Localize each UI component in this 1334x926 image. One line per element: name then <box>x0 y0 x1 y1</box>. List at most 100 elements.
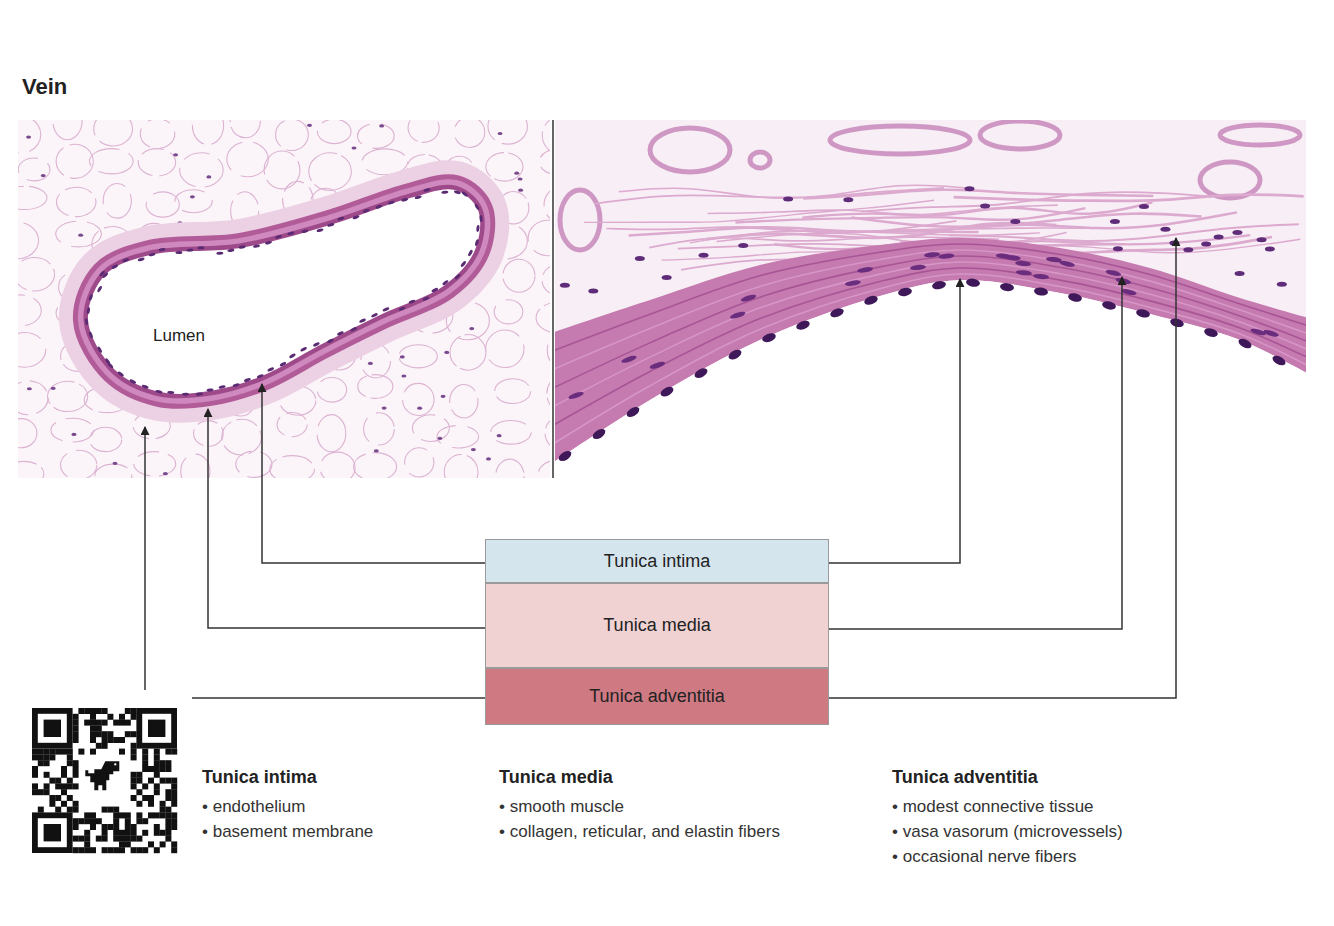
wall-nucleus <box>362 208 370 213</box>
qr-module <box>154 783 160 789</box>
wall-nucleus <box>155 389 163 394</box>
qr-module <box>171 847 177 853</box>
wall-nucleus <box>175 251 182 254</box>
qr-module <box>142 760 148 766</box>
qr-module <box>32 772 38 778</box>
qr-module <box>90 708 96 714</box>
qr-module <box>119 836 125 842</box>
stromal-nucleus <box>444 351 449 354</box>
wall-nucleus <box>182 393 189 396</box>
wall-nucleus <box>197 246 204 249</box>
qr-module <box>49 749 55 755</box>
qr-module <box>113 812 119 818</box>
intima-layer <box>88 189 480 394</box>
wall-nucleus <box>287 231 295 236</box>
qr-module <box>102 836 108 842</box>
qr-module <box>102 824 108 830</box>
wall-nucleus <box>129 379 137 385</box>
endothelial-nucleus <box>1203 327 1219 339</box>
qr-module <box>131 714 137 720</box>
qr-module <box>131 731 137 737</box>
qr-finder <box>38 714 67 743</box>
wall-nucleus <box>313 341 321 347</box>
adipocyte-outline <box>547 332 550 368</box>
collagen-fiber <box>594 188 944 204</box>
vein-lumen-detail <box>555 280 1306 478</box>
section-heading: Tunica media <box>499 767 613 788</box>
qr-module <box>148 841 154 847</box>
stromal-nucleus <box>26 135 31 138</box>
qr-module <box>142 754 148 760</box>
adipocyte-outline <box>227 142 268 177</box>
qr-module <box>171 778 177 784</box>
stromal-nucleus <box>51 387 56 390</box>
smooth-muscle-nucleus <box>1120 288 1137 296</box>
qr-finder <box>38 818 67 847</box>
qr-module <box>61 789 67 795</box>
qr-module <box>136 789 142 795</box>
qr-module <box>102 737 108 743</box>
adipocyte-outline <box>358 375 393 399</box>
adipocyte-outline <box>488 120 527 144</box>
adventitia-nucleus <box>1235 271 1245 276</box>
collagen-fiber <box>584 200 934 222</box>
adipocyte-outline <box>491 421 531 445</box>
qr-module <box>142 749 148 755</box>
wall-nucleus <box>359 318 367 324</box>
endothelial-nucleus <box>1000 282 1015 292</box>
qr-module <box>49 795 55 801</box>
high-power-micrograph <box>555 120 1306 478</box>
qr-module <box>131 708 137 714</box>
wall-nucleus <box>441 190 448 194</box>
qr-module <box>148 766 154 772</box>
qr-module <box>61 749 67 755</box>
qr-module <box>131 783 137 789</box>
stromal-nucleus <box>514 172 519 175</box>
qr-module <box>125 824 131 830</box>
stromal-nucleus <box>190 195 195 198</box>
stromal-nucleus <box>437 437 442 440</box>
tissue-structure <box>750 152 770 168</box>
qr-module <box>171 783 177 789</box>
qr-module <box>84 836 90 842</box>
adipocyte-outline <box>56 187 96 216</box>
qr-module <box>136 847 142 853</box>
stromal-nucleus <box>307 124 312 127</box>
qr-module <box>136 836 142 842</box>
qr-module <box>55 795 61 801</box>
adipocyte-outline <box>18 158 50 181</box>
adipocyte-outline <box>276 120 309 151</box>
qr-module <box>125 720 131 726</box>
leader-line <box>192 697 485 699</box>
qr-module <box>142 766 148 772</box>
adipocyte-outline <box>542 265 550 295</box>
leader-line <box>829 277 1122 629</box>
adipocyte-outline <box>138 149 175 176</box>
adipocyte-outline <box>134 452 176 477</box>
wall-nucleus <box>398 306 406 311</box>
qr-module <box>78 847 84 853</box>
stromal-nucleus <box>163 472 168 475</box>
smooth-muscle-nucleus <box>1033 273 1049 280</box>
wall-nucleus <box>275 235 283 240</box>
smooth-muscle-nucleus <box>1105 269 1122 277</box>
wall-nucleus <box>289 353 297 359</box>
adipocyte-outline <box>51 418 94 442</box>
adventitia-nucleus <box>980 203 990 208</box>
adipocyte-outline <box>18 381 48 415</box>
bullet-item: • basement membrane <box>202 822 373 842</box>
adventitia-nucleus <box>1169 240 1179 245</box>
wall-nucleus <box>474 203 480 211</box>
leader-line <box>208 409 485 628</box>
smooth-muscle-nucleus <box>621 354 638 364</box>
adipocyte-outline <box>444 454 478 478</box>
low-power-micrograph <box>18 120 550 478</box>
stromal-nucleus <box>379 124 384 127</box>
qr-module <box>165 760 171 766</box>
adipocyte-outline <box>192 120 223 145</box>
qr-module <box>131 749 137 755</box>
qr-module <box>125 731 131 737</box>
qr-module <box>107 847 113 853</box>
smooth-muscle-nucleus <box>924 252 940 258</box>
adipocyte-outline <box>539 149 550 174</box>
